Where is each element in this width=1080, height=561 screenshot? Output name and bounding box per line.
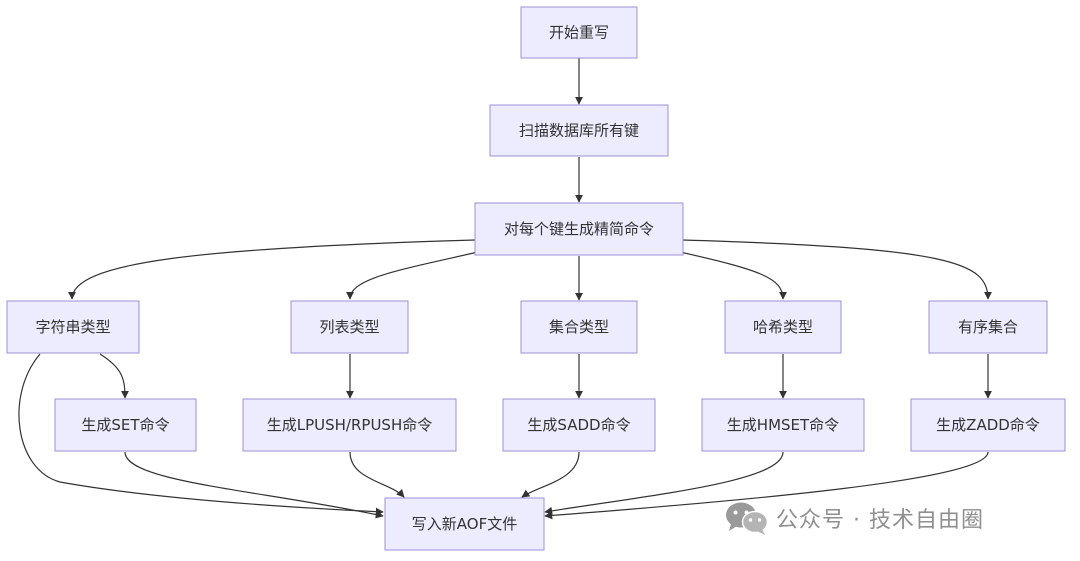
edge-setcmd-write (124, 451, 384, 519)
wechat-icon (726, 502, 769, 535)
node-hmset-cmd-label: 生成HMSET命令 (727, 416, 839, 434)
edge-hmset-write (544, 451, 784, 515)
node-start-label: 开始重写 (549, 24, 609, 42)
edge-string-write (18, 353, 384, 516)
node-hash-type-label: 哈希类型 (753, 318, 813, 336)
node-zset-type-label: 有序集合 (958, 318, 1018, 336)
node-set-type: 集合类型 (520, 300, 638, 354)
node-scan: 扫描数据库所有键 (489, 104, 669, 157)
node-string-type-label: 字符串类型 (35, 318, 110, 336)
edge-generate-string (68, 239, 476, 300)
node-zadd-cmd-label: 生成ZADD命令 (936, 416, 1040, 434)
node-hash-type: 哈希类型 (724, 300, 842, 354)
node-set-cmd: 生成SET命令 (54, 398, 197, 452)
edge-sadd-write (521, 451, 580, 498)
node-sadd-cmd: 生成SADD命令 (502, 398, 656, 452)
node-start: 开始重写 (520, 6, 638, 59)
node-scan-label: 扫描数据库所有键 (519, 122, 639, 140)
node-string-type: 字符串类型 (6, 300, 140, 354)
edge-lpush-write (349, 451, 405, 498)
node-sadd-cmd-label: 生成SADD命令 (527, 416, 630, 434)
watermark-text: 公众号 · 技术自由圈 (776, 508, 984, 533)
node-list-type-label: 列表类型 (319, 318, 379, 336)
node-zset-type: 有序集合 (928, 300, 1048, 354)
edge-string-setcmd (99, 353, 129, 399)
node-list-type: 列表类型 (290, 300, 409, 354)
node-write: 写入新AOF文件 (384, 497, 545, 551)
node-lpush-cmd: 生成LPUSH/RPUSH命令 (242, 398, 457, 452)
node-set-cmd-label: 生成SET命令 (81, 416, 169, 434)
edge-generate-zset (682, 239, 992, 300)
edge-zadd-write (544, 451, 989, 520)
node-write-label: 写入新AOF文件 (412, 515, 517, 533)
node-hmset-cmd: 生成HMSET命令 (701, 398, 865, 452)
watermark: 公众号 · 技术自由圈 (724, 500, 984, 536)
node-lpush-cmd-label: 生成LPUSH/RPUSH命令 (267, 416, 432, 434)
edges (18, 58, 992, 520)
node-generate-label: 对每个键生成精简命令 (504, 220, 654, 238)
node-zadd-cmd: 生成ZADD命令 (910, 398, 1066, 452)
edge-generate-hash (679, 251, 787, 300)
edge-generate-list (346, 251, 479, 300)
node-generate: 对每个键生成精简命令 (474, 202, 684, 256)
node-set-type-label: 集合类型 (549, 318, 609, 336)
